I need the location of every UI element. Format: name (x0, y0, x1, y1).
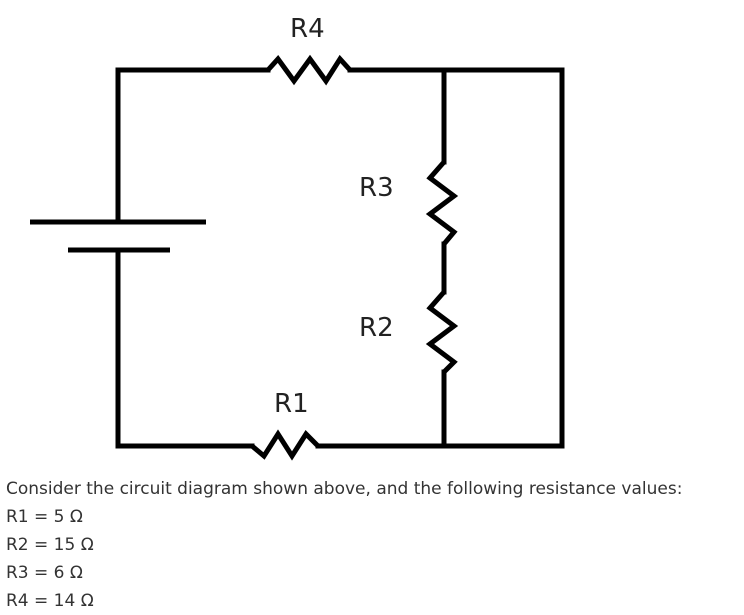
value-r4: R4 = 14 Ω (6, 591, 94, 611)
resistor-r3 (425, 160, 459, 246)
label-r2: R2 (359, 313, 394, 343)
wire-bottom-left (115, 247, 255, 449)
resistor-r2 (425, 290, 459, 374)
label-r4: R4 (290, 14, 325, 44)
problem-text: Consider the circuit diagram shown above… (6, 475, 682, 615)
intro-text: Consider the circuit diagram shown above… (6, 479, 683, 499)
wire-top-right (347, 67, 565, 449)
wire-top-left (115, 67, 271, 225)
value-r3: R3 = 6 Ω (6, 563, 83, 583)
value-r2: R2 = 15 Ω (6, 535, 94, 555)
label-r1: R1 (274, 389, 309, 419)
value-r1: R1 = 5 Ω (6, 507, 83, 527)
circuit-diagram: R4 R3 R2 R1 (30, 14, 565, 461)
label-r3: R3 (359, 173, 394, 203)
resistor-r1 (250, 429, 320, 461)
resistor-r4 (266, 54, 352, 86)
